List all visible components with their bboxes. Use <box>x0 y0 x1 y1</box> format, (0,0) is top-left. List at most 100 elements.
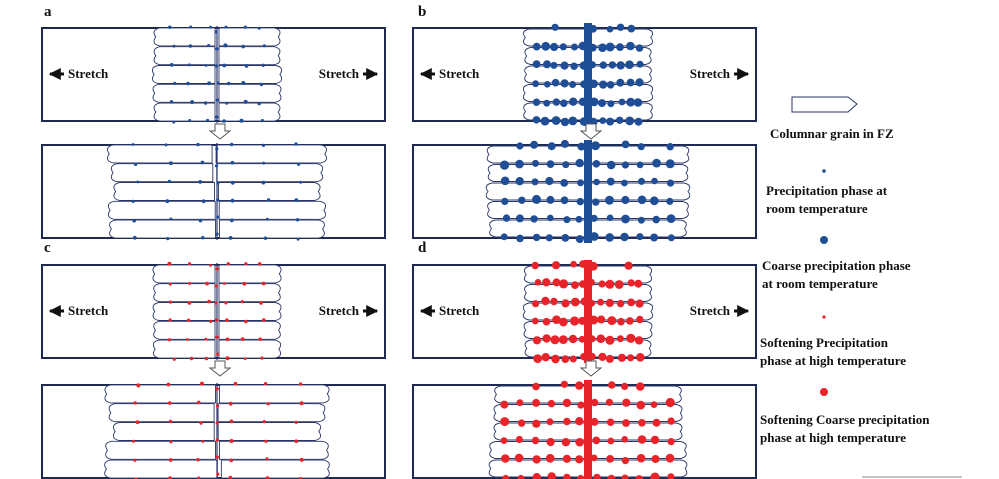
coarse-precipitate <box>665 453 675 463</box>
fine-precipitate <box>169 440 173 444</box>
grain-left <box>153 27 216 47</box>
coarse-precipitate <box>621 179 628 187</box>
coarse-precipitate <box>666 214 676 224</box>
fine-precipitate <box>260 356 264 360</box>
coarse-precipitate <box>563 216 571 224</box>
coarse-precipitate <box>500 437 508 444</box>
coarse-precipitate <box>575 235 584 244</box>
grain-right <box>589 182 691 201</box>
grain-right <box>218 320 281 340</box>
fine-precipitate <box>168 300 172 304</box>
grain-left <box>523 28 587 47</box>
grain-left <box>524 284 587 302</box>
fine-precipitate <box>260 119 264 123</box>
grain-left <box>112 422 215 441</box>
fine-precipitate <box>216 352 220 356</box>
coarse-precipitate <box>627 354 635 362</box>
coarse-precipitate <box>598 99 606 108</box>
fine-precipitate <box>215 267 219 271</box>
precipitates <box>499 139 676 244</box>
grain-left <box>151 65 216 84</box>
fine-precipitate <box>215 115 219 119</box>
coarse-precipitate <box>530 140 539 149</box>
coarse-precipitate <box>552 315 561 325</box>
grain-right <box>589 145 690 164</box>
down-arrow-icon <box>579 360 603 377</box>
fine-precipitate <box>166 382 171 387</box>
coarse-precipitate <box>637 195 647 205</box>
fine-precipitate <box>215 387 219 391</box>
coarse-precipitate <box>541 41 551 51</box>
fine-precipitate <box>262 44 266 48</box>
coarse-precipitate <box>592 160 601 168</box>
coarse-precipitate <box>597 315 606 324</box>
coarse-precipitate <box>560 139 569 148</box>
coarse-precipitate <box>568 116 578 126</box>
coarse-precipitate <box>551 116 561 125</box>
fine-precipitate <box>215 335 219 339</box>
coarse-precipitate <box>627 24 636 33</box>
coarse-precipitate <box>579 260 587 268</box>
coarse-precipitate <box>667 234 675 242</box>
coarse-precipitate <box>559 43 567 51</box>
fine-precipitate <box>264 439 268 443</box>
grain-left <box>523 265 587 284</box>
coarse-precipitate <box>605 335 615 345</box>
fine-precipitate <box>136 180 140 184</box>
coarse-precipitate <box>621 474 629 479</box>
coarse-precipitate <box>590 214 598 222</box>
fine-precipitate <box>165 199 170 204</box>
fine-precipitate <box>215 455 219 459</box>
fusion-line-precipitates <box>584 23 592 126</box>
panel-label-a: a <box>44 4 52 20</box>
coarse-precipitate <box>560 79 569 88</box>
grain-right <box>218 83 282 103</box>
fine-precipitate <box>201 236 205 240</box>
fine-precipitate <box>263 236 268 240</box>
coarse-precipitate <box>605 233 614 242</box>
down-arrow-icon <box>579 123 603 140</box>
fine-precipitate <box>196 142 200 147</box>
coarse-precipitate <box>606 81 615 89</box>
grain-right <box>219 384 330 404</box>
fine-precipitate <box>264 382 268 386</box>
grain-right <box>217 403 326 423</box>
coarse-precipitate <box>546 418 554 426</box>
fine-precipitate <box>215 98 219 102</box>
grain-left <box>153 320 216 340</box>
grain-left <box>524 339 587 358</box>
fine-precipitate <box>187 301 192 305</box>
coarse-precipitate <box>532 98 541 106</box>
coarse-precipitate <box>606 160 616 170</box>
fine-precipitate <box>215 421 219 425</box>
coarse-precipitate <box>626 333 636 343</box>
coarse-precipitate <box>652 418 661 427</box>
fine-precipitate <box>187 262 192 266</box>
coarse-precipitate <box>636 60 644 68</box>
fine-precipitate <box>188 44 193 48</box>
coarse-precipitate <box>626 41 635 51</box>
coarse-precipitate <box>534 279 542 286</box>
legend: Columnar grain in FZ Precipitation phase… <box>760 96 930 445</box>
fine-precipitate <box>209 264 212 267</box>
panel-label-b: b <box>418 4 426 20</box>
fine-precipitate <box>167 338 172 342</box>
fine-precipitate <box>294 198 299 203</box>
stretch-right-label: Stretch <box>690 303 731 318</box>
legend-label-coarse-rt-2: at room temperature <box>762 276 878 291</box>
columnar-grains <box>522 28 654 121</box>
coarse-precipitate <box>599 61 607 69</box>
coarse-precipitate <box>515 159 524 169</box>
fine-precipitate <box>216 472 220 476</box>
grain-left <box>152 264 216 284</box>
fine-precipitate <box>214 164 219 168</box>
grain-left <box>487 164 587 182</box>
fine-precipitate <box>207 81 212 86</box>
coarse-precipitate <box>587 278 595 286</box>
coarse-precipitate <box>514 453 524 463</box>
grain-right <box>589 28 653 47</box>
coarse-precipitate <box>516 142 524 150</box>
grain-left <box>524 65 587 84</box>
grain-left <box>522 84 587 102</box>
fine-precipitate <box>261 143 266 147</box>
